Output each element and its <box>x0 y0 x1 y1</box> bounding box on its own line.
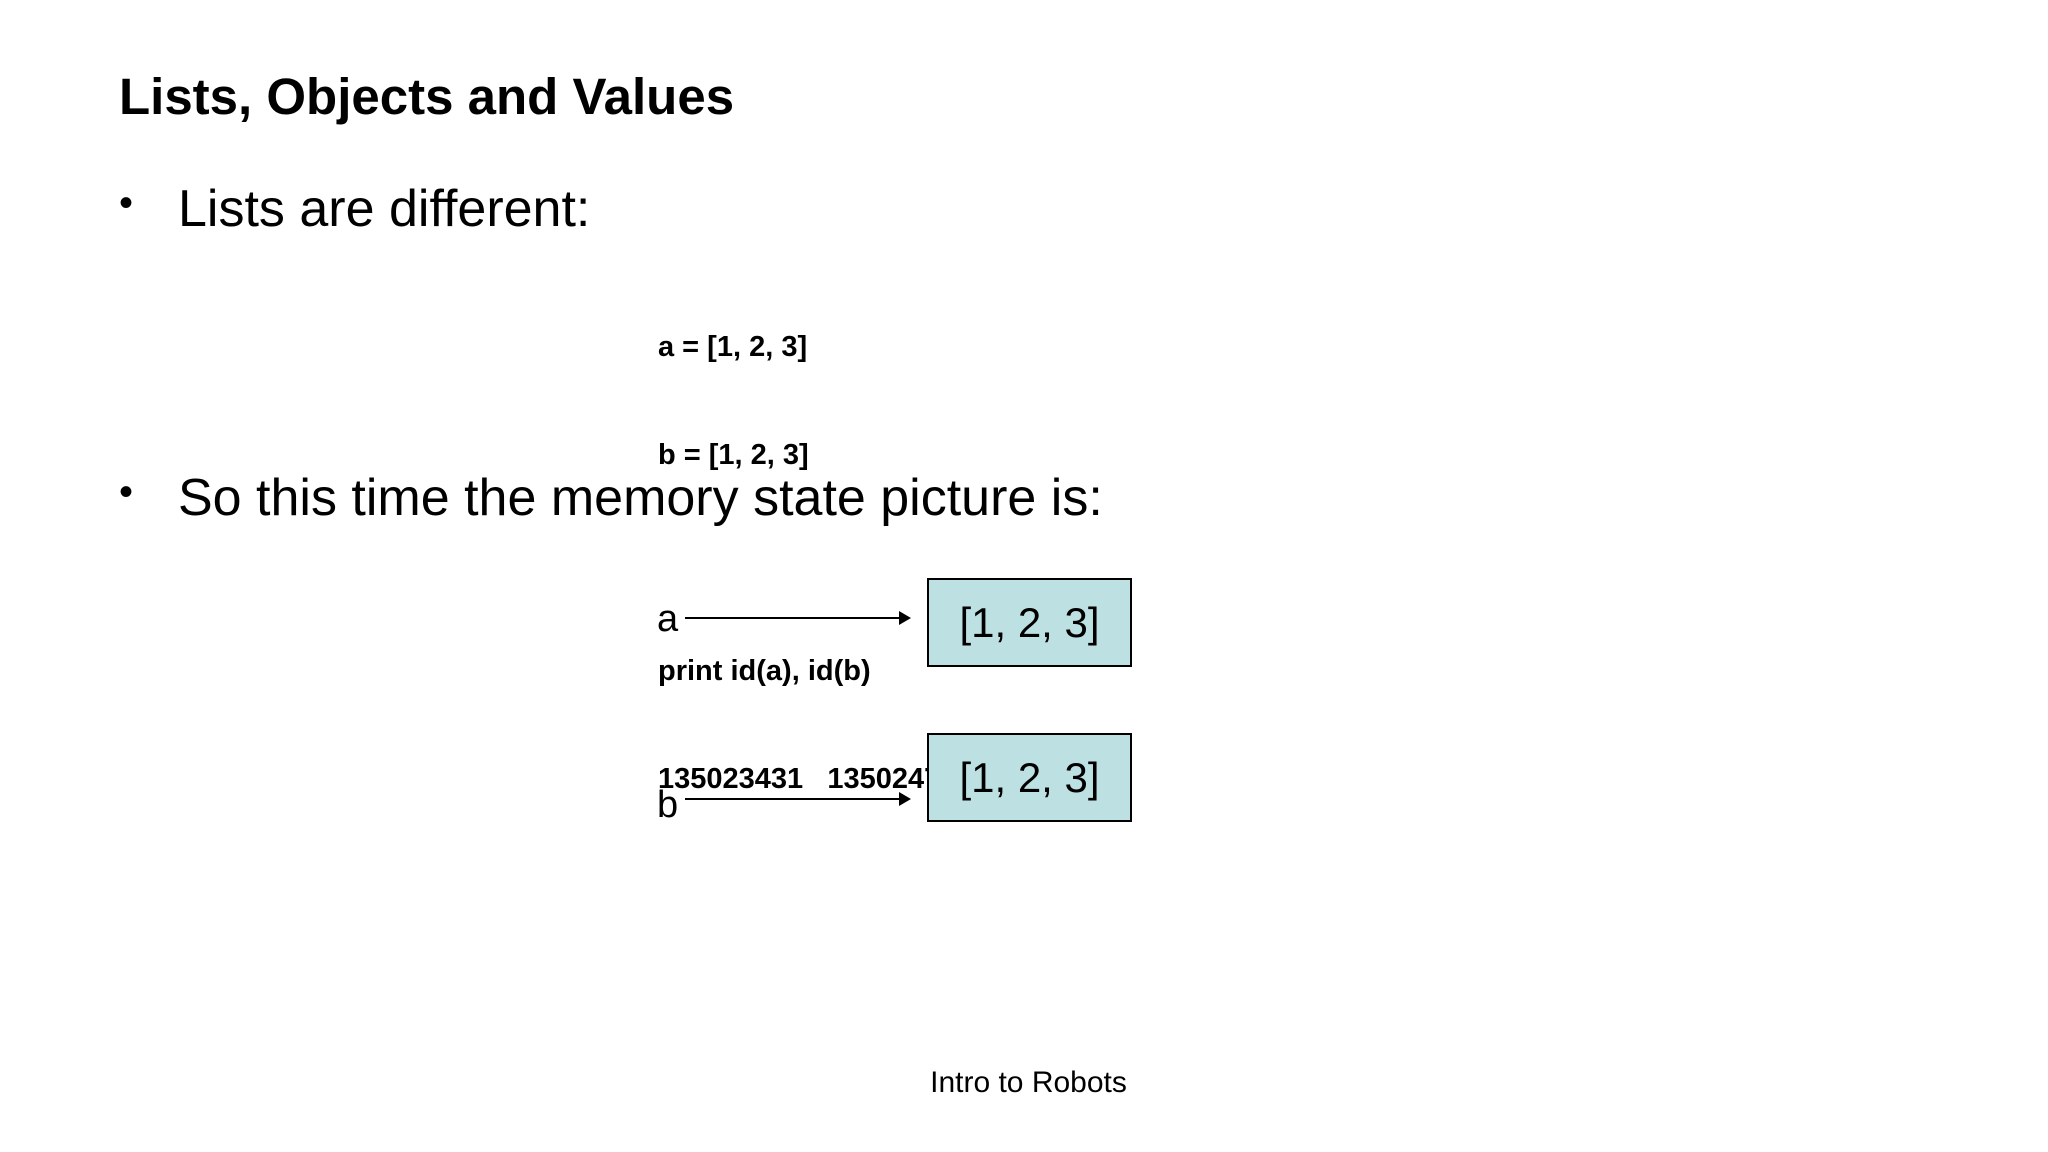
slide-footer: Intro to Robots <box>930 1066 1127 1099</box>
code-line: print id(a), id(b) <box>658 655 871 687</box>
list-object-box-b: [1, 2, 3] <box>927 733 1132 822</box>
reference-arrow-a <box>685 611 911 625</box>
reference-arrow-b <box>685 792 911 806</box>
slide-title: Lists, Objects and Values <box>119 68 735 125</box>
code-line: b = [1, 2, 3] <box>658 439 809 471</box>
variable-label-b: b <box>657 784 679 826</box>
code-line: a = [1, 2, 3] <box>658 331 808 363</box>
bullet-text: Lists are different: <box>178 180 591 238</box>
bullet-text: So this time the memory state picture is… <box>178 469 1103 527</box>
bullet-marker: • <box>119 181 134 225</box>
list-object-box-a: [1, 2, 3] <box>927 578 1132 667</box>
bullet-marker: • <box>119 470 134 514</box>
variable-label-a: a <box>657 598 679 640</box>
